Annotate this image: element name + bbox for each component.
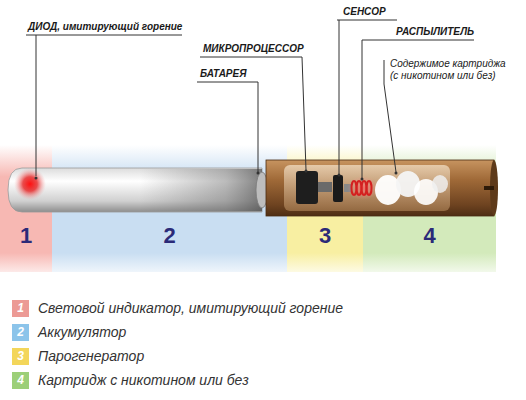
part-label: РАСПЫЛИТЕЛЬ <box>396 26 474 38</box>
callout-number: 4 <box>423 224 435 248</box>
legend-number: 3 <box>12 348 29 365</box>
callout-number: 3 <box>319 224 331 248</box>
callout-number: 1 <box>20 224 32 248</box>
colour-band: 1 <box>0 145 52 272</box>
legend-text: Аккумулятор <box>38 324 126 341</box>
legend-number: 2 <box>12 324 29 341</box>
colour-band: 3 <box>287 145 363 272</box>
colour-band: 4 <box>363 145 496 272</box>
part-label: СЕНСОР <box>343 6 386 18</box>
part-label: ДИОД, имитирующий горение <box>28 21 182 33</box>
legend-text: Картридж с никотином или без <box>38 372 249 389</box>
callout-number: 2 <box>163 224 175 248</box>
part-label: БАТАРЕЯ <box>200 68 247 80</box>
legend-text: Парогенератор <box>38 348 144 365</box>
legend-number: 4 <box>12 372 29 389</box>
legend-text: Световой индикатор, имитирующий горение <box>38 300 343 317</box>
part-note: Содержимое картриджа (с никотином или бе… <box>390 58 508 82</box>
part-label: МИКРОПРОЦЕССОР <box>203 43 304 55</box>
legend-number: 1 <box>12 300 29 317</box>
colour-band: 2 <box>52 145 287 272</box>
